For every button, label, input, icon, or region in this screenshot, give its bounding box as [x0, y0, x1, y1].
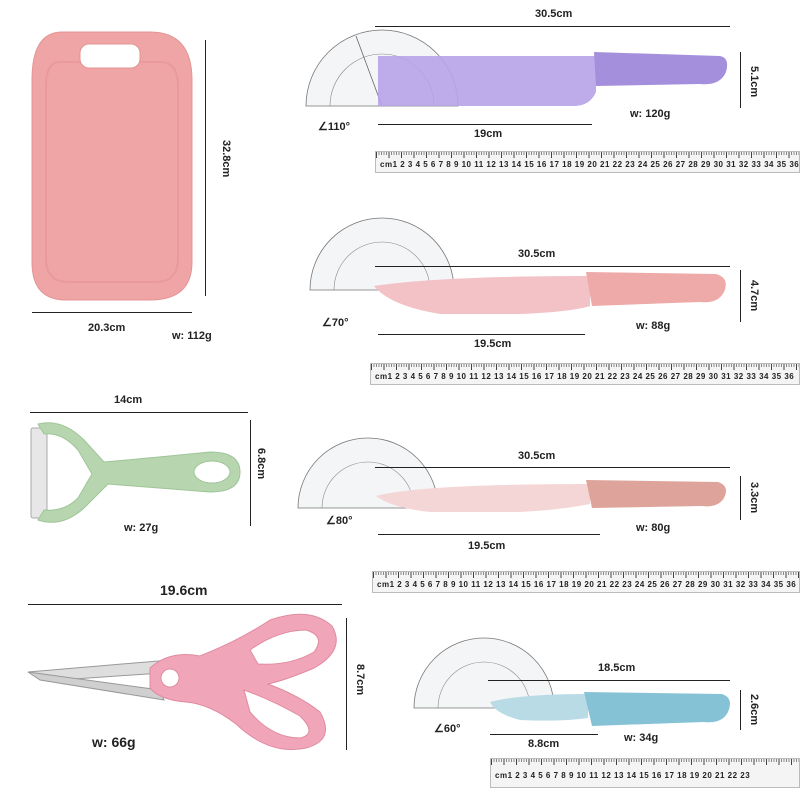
- knife-1-blade-label: 19cm: [474, 128, 503, 140]
- cutting-board-inner-groove: [45, 61, 179, 283]
- knife-2-protractor: [309, 217, 455, 291]
- knife-3-handle: [586, 480, 726, 508]
- knife-3-protractor-inner: [321, 461, 415, 509]
- cutting-board-handle-hole: [79, 43, 141, 69]
- knife-3-weight-label: w: 80g: [636, 522, 671, 534]
- knife-4-handle: [584, 692, 730, 726]
- cutting-board-weight-label: w: 112g: [172, 330, 212, 342]
- knife-2-blade: [374, 276, 590, 314]
- knife-2-blade-label: 19.5cm: [474, 338, 512, 350]
- knife-2-length-label: 30.5cm: [518, 248, 556, 260]
- ruler-2-scale: cm1 2 3 4 5 6 7 8 9 10 11 12 13 14 15 16…: [375, 372, 795, 381]
- scissors-pivot: [160, 668, 180, 688]
- knife-1-angle-ray: [355, 35, 383, 107]
- knife-3-length-label: 30.5cm: [518, 450, 556, 462]
- ruler-1: cm1 2 3 4 5 6 7 8 9 10 11 12 13 14 15 16…: [375, 151, 800, 173]
- knife-1-weight-label: w: 120g: [630, 108, 671, 120]
- knife-4-blade: [490, 694, 588, 721]
- knife-2-angle-label: ∠70°: [322, 317, 349, 329]
- knife-4-protractor-inner: [437, 661, 531, 709]
- peeler-handle-hole: [193, 460, 231, 484]
- knife-4-height-label: 2.6cm: [748, 694, 760, 726]
- scissors-top-hole: [249, 629, 319, 665]
- scissors-width-label: 19.6cm: [160, 582, 208, 598]
- knife-4-length-label: 18.5cm: [598, 662, 636, 674]
- knife-3-blade-label: 19.5cm: [468, 540, 506, 552]
- ruler-2: cm1 2 3 4 5 6 7 8 9 10 11 12 13 14 15 16…: [370, 363, 800, 385]
- ruler-4: cm1 2 3 4 5 6 7 8 9 10 11 12 13 14 15 16…: [490, 758, 800, 788]
- knife-4-protractor: [413, 637, 555, 709]
- ruler-3: cm1 2 3 4 5 6 7 8 9 10 11 12 13 14 15 16…: [372, 571, 800, 593]
- knife-3-protractor: [297, 437, 439, 509]
- cutting-board-width-label: 20.3cm: [88, 322, 126, 334]
- scissors-bottom-hole: [243, 689, 310, 739]
- peeler-frame: [37, 422, 241, 523]
- knife-2-handle: [586, 272, 726, 306]
- knife-4-weight-label: w: 34g: [624, 732, 659, 744]
- knife-1-blade: [378, 56, 596, 106]
- ruler-1-scale: cm1 2 3 4 5 6 7 8 9 10 11 12 13 14 15 16…: [380, 160, 800, 169]
- peeler-width-label: 14cm: [114, 394, 143, 406]
- knife-1-length-label: 30.5cm: [535, 8, 573, 20]
- knife-4-blade-label: 8.8cm: [528, 738, 560, 750]
- ruler-4-scale: cm1 2 3 4 5 6 7 8 9 10 11 12 13 14 15 16…: [495, 771, 751, 780]
- cutting-board-shape: [31, 31, 193, 301]
- knife-2-weight-label: w: 88g: [636, 320, 671, 332]
- knife-2-protractor-inner: [333, 241, 431, 291]
- scissors-weight-label: w: 66g: [92, 734, 136, 750]
- knife-1-handle: [594, 52, 728, 86]
- ruler-3-scale: cm1 2 3 4 5 6 7 8 9 10 11 12 13 14 15 16…: [377, 580, 797, 589]
- knife-1-angle-label: ∠110°: [318, 121, 351, 133]
- knife-4-angle-label: ∠60°: [434, 723, 461, 735]
- peeler-weight-label: w: 27g: [124, 522, 159, 534]
- knife-3-blade: [376, 484, 590, 512]
- scissors-blade-lower: [27, 671, 165, 701]
- knife-3-angle-label: ∠80°: [326, 515, 353, 527]
